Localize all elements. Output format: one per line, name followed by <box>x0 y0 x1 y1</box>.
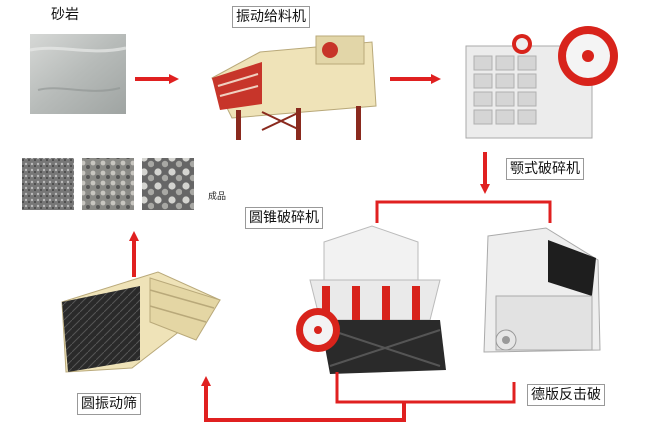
sandstone-image <box>29 34 127 114</box>
connector-cone-impact-bottom <box>335 372 516 404</box>
label-finished-product: 成品 <box>205 187 230 207</box>
label-sandstone: 砂岩 <box>48 5 82 25</box>
flow-arrows <box>129 74 552 422</box>
gravel-samples <box>22 158 194 210</box>
label-impact-crusher: 德版反击破 <box>527 384 605 406</box>
label-circular-screen: 圆振动筛 <box>77 393 141 415</box>
jaw-crusher-image <box>465 26 618 139</box>
cone-crusher-image <box>296 225 446 374</box>
label-jaw-crusher: 颚式破碎机 <box>506 158 584 180</box>
arrow-to-screen <box>201 376 406 422</box>
label-vibrating-feeder: 振动给料机 <box>232 6 310 28</box>
label-cone-crusher: 圆锥破碎机 <box>245 207 323 229</box>
impact-crusher-image <box>483 227 601 353</box>
vibrating-feeder-image <box>211 35 377 140</box>
connector-cone-impact-top <box>375 200 552 223</box>
circular-screen-image <box>61 271 221 373</box>
